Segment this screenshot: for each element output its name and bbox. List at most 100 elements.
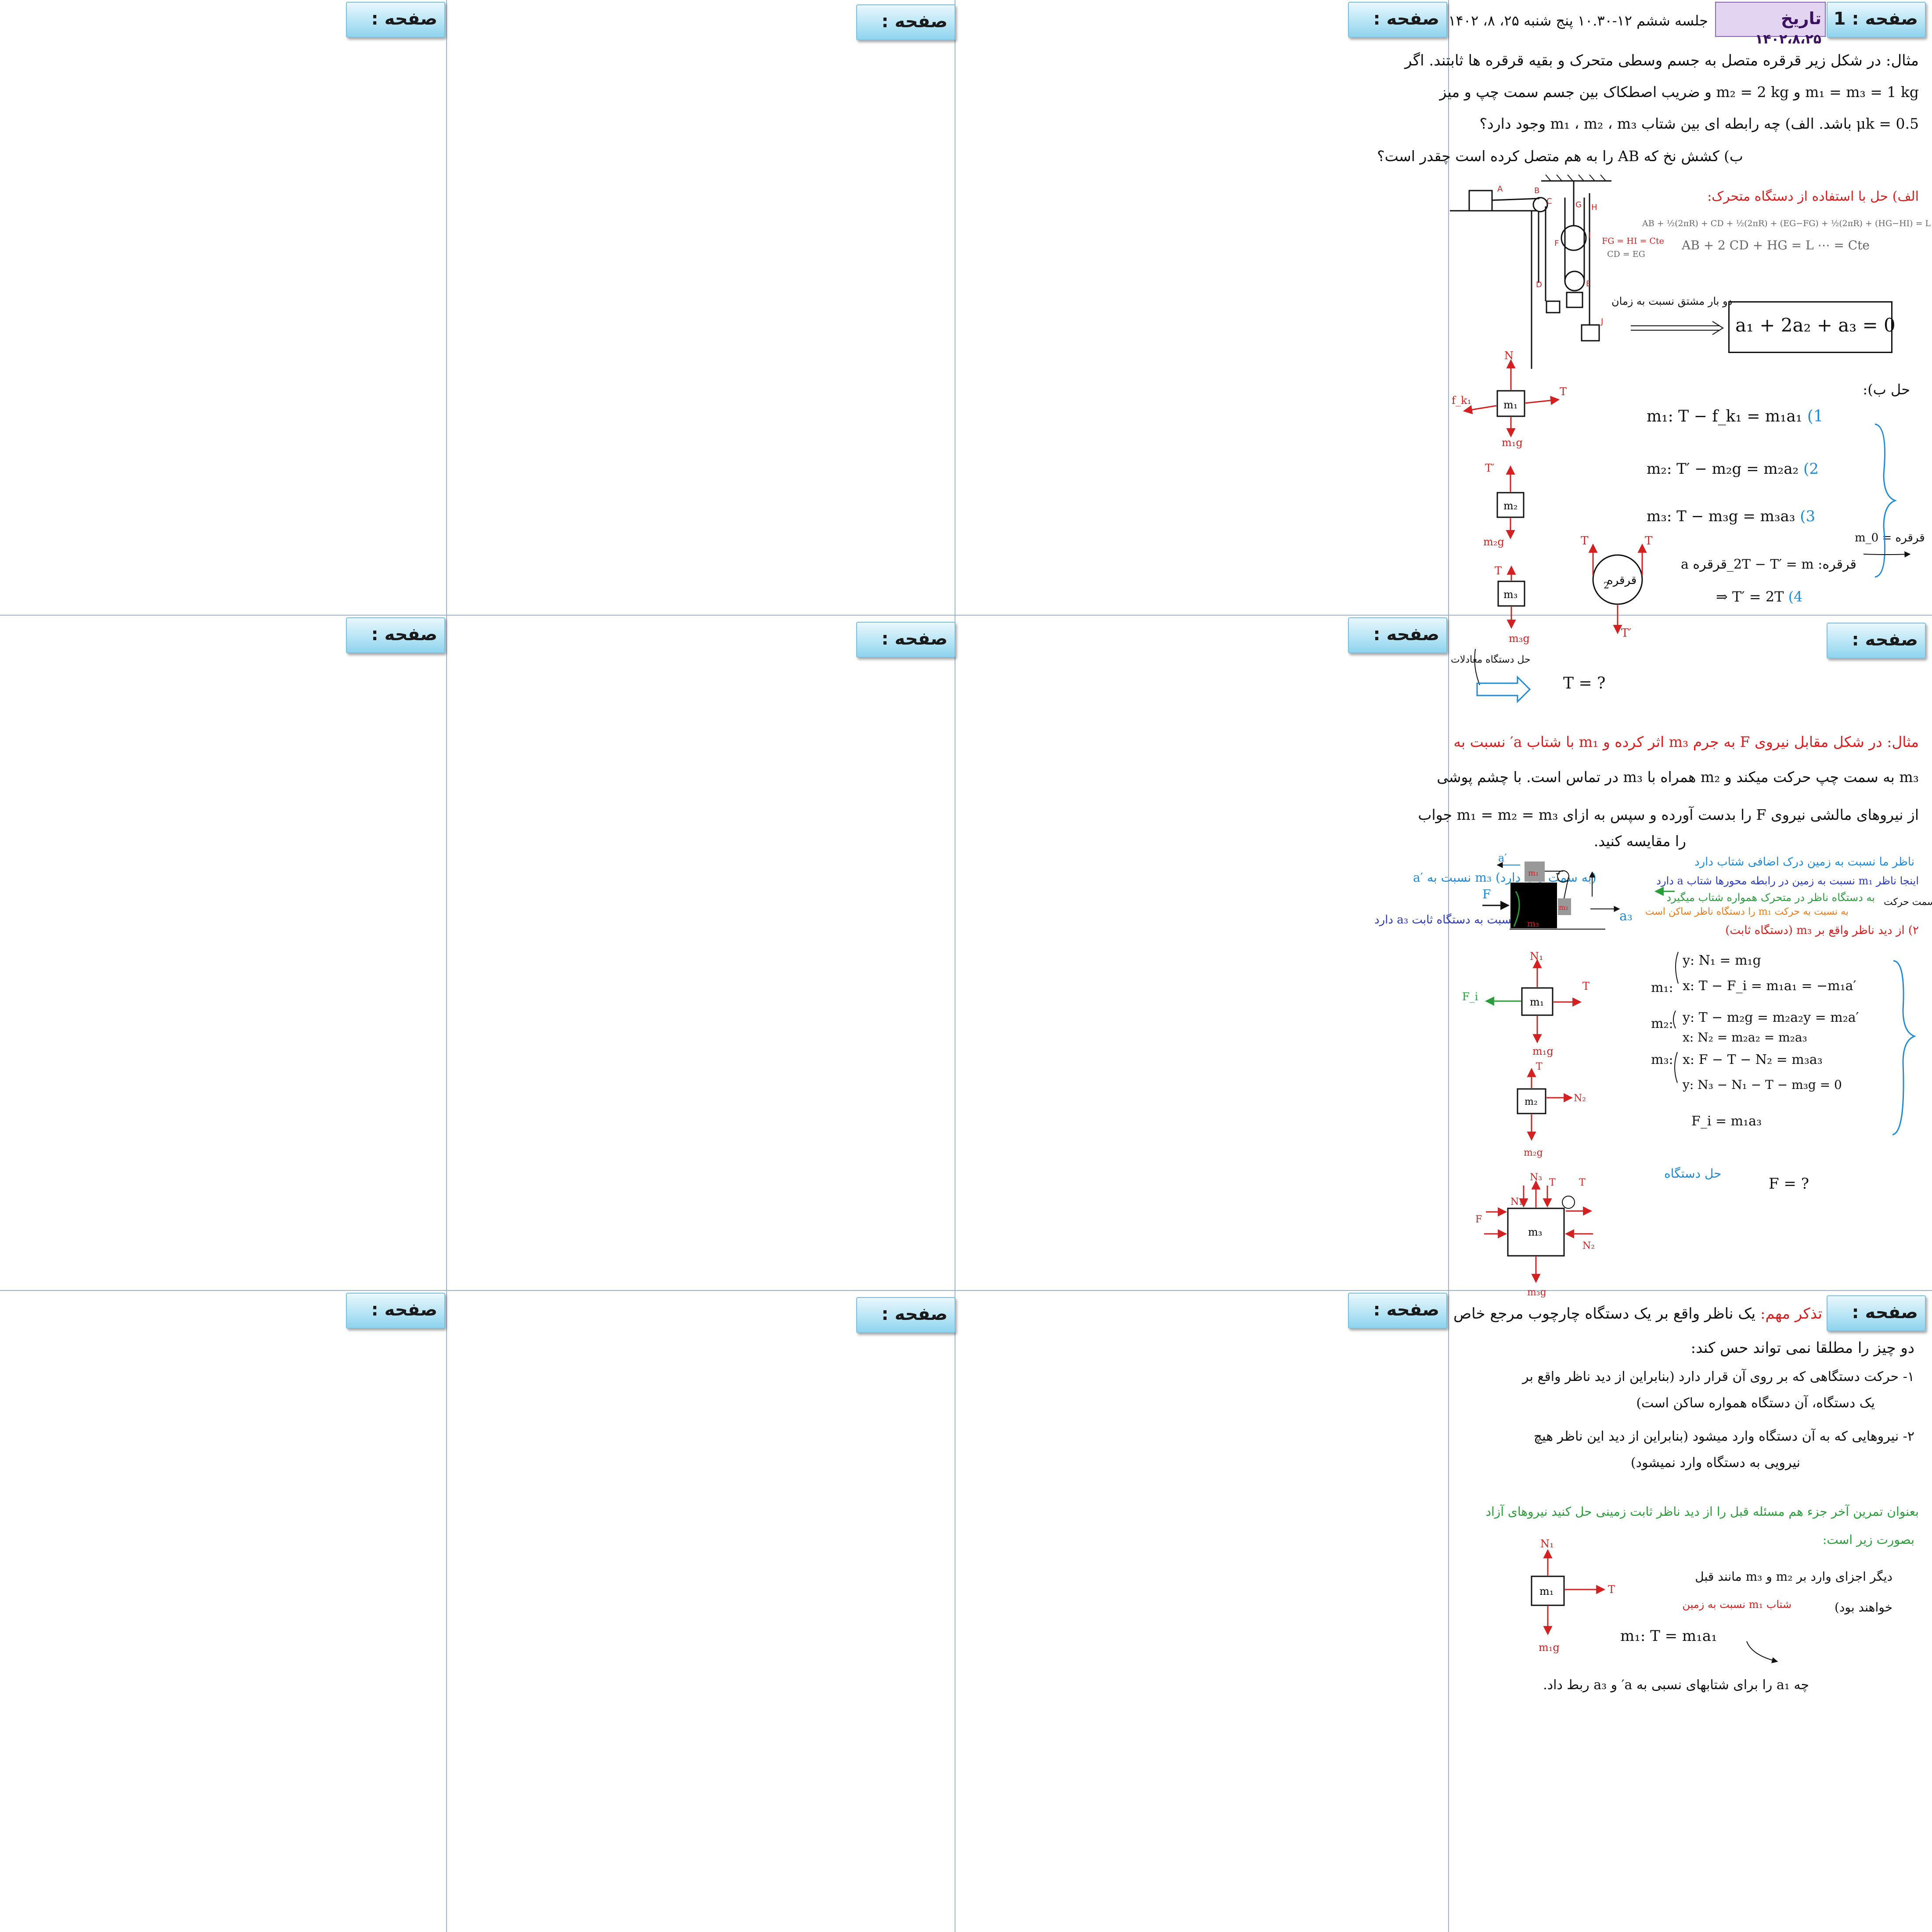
fbd2-m2: m₂ T N₂ m₂g (1517, 1061, 1586, 1158)
svg-text:m₁g: m₁g (1539, 1641, 1560, 1654)
svg-text:T′: T′ (1621, 627, 1631, 640)
equation-2: m₂: T′ − m₂g = m₂a₂ (2 (1647, 460, 1819, 478)
svg-text:m₁: m₁ (1530, 996, 1544, 1008)
note-blue: ناظر ما نسبت به زمین درک اضافی شتاب دارد (1694, 855, 1914, 869)
svg-text:F: F (1475, 1214, 1482, 1225)
fig-letter-G: G (1575, 200, 1582, 209)
svg-text:N₁: N₁ (1510, 1197, 1523, 1208)
eq-m1-x: x: T − F_i = m₁a₁ = −m₁a′ (1683, 978, 1856, 994)
page-label: صفحه : (371, 9, 437, 29)
page-tab: صفحه : (346, 617, 445, 653)
rope-equation-result: AB + 2 CD + HG = L ⋯ = Cte (1682, 238, 1870, 252)
accel-relation: a₁ + 2a₂ + a₃ = 0 (1735, 314, 1896, 336)
page-number: 1 (1833, 9, 1846, 29)
equation-4b: ⇒ T′ = 2T (4 (1716, 588, 1803, 605)
svg-text:T: T (1495, 565, 1502, 577)
example2-line2: m₃ به سمت چپ حرکت میکند و m₂ همراه با m₃… (1437, 768, 1919, 786)
page-label: صفحه : (881, 629, 948, 649)
eq-m3-y: y: N₃ − N₁ − T − m₃g = 0 (1683, 1078, 1842, 1092)
svg-text:m₂g: m₂g (1524, 1147, 1543, 1158)
svg-text:m₃g: m₃g (1527, 1287, 1546, 1298)
svg-text:2: 2 (1604, 580, 1609, 591)
note3-item2: ۲- نیروهایی که به آن دستگاه وارد میشود (… (1533, 1429, 1914, 1444)
page-label: صفحه : (1373, 624, 1439, 645)
page-label: صفحه : (371, 1300, 437, 1320)
equation-4: قرقره: 2T − T′ = m_قرقره a (1681, 557, 1856, 572)
svg-text:m₂g: m₂g (1483, 536, 1504, 548)
note3-green1: بعنوان تمرین آخر جزء هم مسئله قبل را از … (1485, 1504, 1919, 1519)
note-left-a3: ی نسبت به دستگاه ثابت a₃ دارد (1374, 913, 1528, 926)
rope-equation-side2: CD = EG (1607, 249, 1645, 259)
note3-note-b: خواهند بود) (1834, 1600, 1892, 1615)
note-red: ۲) از دید ناظر واقع بر m₃ (دستگاه ثابت) (1725, 924, 1919, 937)
svg-text:T: T (1560, 386, 1567, 398)
note-navy: اینجا ناظر m₁ نسبت به زمین در رابطه محور… (1656, 875, 1919, 887)
page-tab: صفحه : (1348, 617, 1447, 653)
derivative-note: دو بار مشتق نسبت به زمان (1611, 295, 1733, 307)
example2-title: مثال: در شکل مقابل نیروی F به جرم m₃ اثر… (1453, 733, 1919, 750)
fbd2-m1: m₁ N₁ T F_i m₁g (1462, 950, 1590, 1057)
svg-text:m₃g: m₃g (1509, 632, 1530, 645)
block-m3-fig (1581, 324, 1600, 342)
fbd2-m3: m₃ N₃ N₁ T F T N₂ m₃g (1475, 1172, 1595, 1298)
note-orange: به نسبت به حرکت m₁ را دستگاه ناظر ساکن ا… (1645, 906, 1849, 917)
fig-letter-C: C (1546, 197, 1552, 206)
page-tab: صفحه : (1827, 1295, 1926, 1331)
page-tab: صفحه : (856, 4, 955, 40)
column-divider (1448, 0, 1449, 1932)
svg-text:T: T (1581, 534, 1589, 548)
svg-text:N₁: N₁ (1540, 1538, 1554, 1550)
page-cell-r1c4 (1449, 0, 1932, 615)
example1-line4: ب) کشش نخ که AB را به هم متصل کرده است چ… (1377, 148, 1743, 165)
column-divider (446, 0, 447, 1932)
eq-m1-y: y: N₁ = m₁g (1683, 953, 1761, 968)
solution-b-label: حل ب): (1863, 381, 1910, 398)
page-label: صفحه : (1373, 1300, 1439, 1320)
solve-note-2: حل دستگاه (1664, 1166, 1722, 1181)
svg-text:m₃: m₃ (1527, 918, 1539, 929)
solve-note-1: حل دستگاه معادلات (1451, 654, 1531, 665)
svg-text:T: T (1549, 1177, 1556, 1188)
fig-letter-D: D (1536, 280, 1542, 289)
svg-text:a′: a′ (1498, 852, 1507, 864)
block-m1-fig (1468, 190, 1493, 212)
svg-text:m₁: m₁ (1503, 399, 1517, 411)
fbd-pulley: قرقره 2 T T T′ (1581, 534, 1653, 640)
example2-line3: از نیروهای مالشی نیروی F را بدست آورده و… (1418, 806, 1919, 823)
svg-text:T: T (1582, 980, 1590, 992)
svg-text:T: T (1645, 534, 1653, 548)
page-label: صفحه : (1852, 1302, 1918, 1323)
page-label: صفحه : (881, 11, 948, 32)
block-m2-fig (1546, 300, 1561, 314)
svg-text:m₁: m₁ (1539, 1585, 1554, 1597)
svg-text:T: T (1579, 1177, 1586, 1188)
pulley-system-figure (1450, 174, 1611, 369)
eq-m1-label: m₁: (1651, 980, 1673, 995)
pulley-movable (1564, 270, 1585, 292)
cart-figure: m₃ m₁ m₂ F a₃ a′ (1482, 852, 1633, 930)
svg-text:N₁: N₁ (1530, 950, 1543, 962)
example1-line3: μk = 0.5 باشد. الف) چه رابطه ای بین شتاب… (1479, 115, 1919, 132)
svg-text:m₂: m₂ (1525, 1096, 1538, 1107)
note3-item1b: یک دستگاه، آن دستگاه همواره ساکن است) (1636, 1395, 1875, 1411)
note3-item1: ۱- حرکت دستگاهی که بر روی آن قرار دارد (… (1522, 1369, 1914, 1384)
svg-text:m₁g: m₁g (1502, 436, 1523, 449)
page-tab: صفحه : (856, 622, 955, 658)
note3-line1: تذکر مهم: یک ناظر واقع بر یک دستگاه چارچ… (1453, 1305, 1822, 1323)
page-label: صفحه : (881, 1304, 948, 1324)
svg-text:m₂: m₂ (1559, 903, 1568, 912)
session-header: جلسه ششم ۱۲-۱۰.۳۰ پنج شنبه ۲۵، ۸، ۱۴۰۲ (1448, 12, 1708, 29)
page-label: صفحه : (371, 624, 437, 645)
page-tab: صفحه : (856, 1297, 955, 1333)
svg-text:m₂: m₂ (1503, 500, 1517, 512)
fbd3-m1: m₁ N₁ T m₁g (1531, 1538, 1615, 1654)
note3-note-red: شتاب m₁ نسبت به زمین (1682, 1598, 1791, 1611)
eq-m3-label: m₃: (1651, 1052, 1673, 1067)
note3-note-a: دیگر اجزای وارد بر m₂ و m₃ مانند قبل (1695, 1569, 1892, 1584)
page-label: صفحه : (1373, 9, 1439, 29)
rope-equation-side: FG = HI = Cte (1602, 236, 1664, 246)
svg-text:f_k₁: f_k₁ (1452, 394, 1471, 407)
solution-a-label: الف) حل با استفاده از دستگاه متحرک: (1707, 189, 1919, 204)
svg-text:N: N (1504, 350, 1514, 362)
unknown-T: T = ? (1563, 674, 1606, 692)
